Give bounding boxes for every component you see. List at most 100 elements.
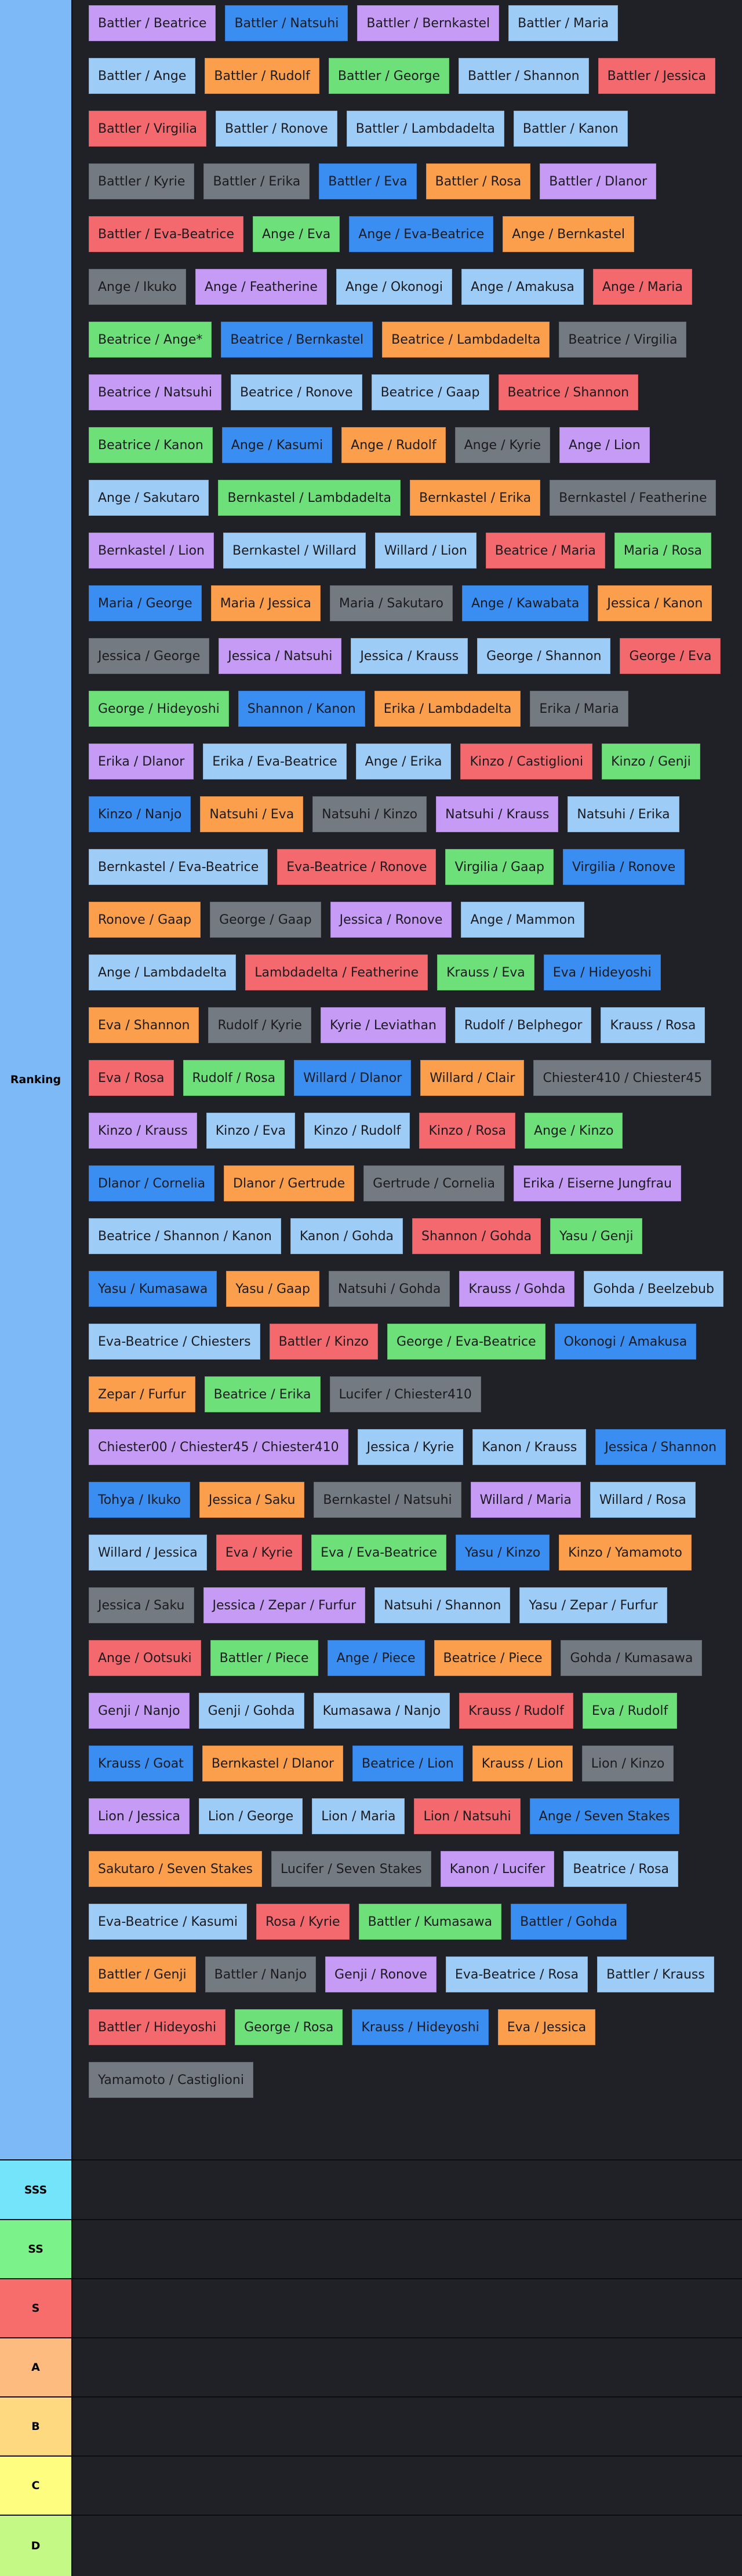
tier-item-chip[interactable]: Battler / Kyrie [89,163,195,199]
tier-item-chip[interactable]: Kinzo / Nanjo [89,796,191,832]
tier-item-chip[interactable]: Battler / Rudolf [205,58,319,94]
tier-item-chip[interactable]: Lion / Jessica [89,1798,190,1834]
tier-item-chip[interactable]: Kanon / Lucifer [440,1851,555,1887]
tier-item-chip[interactable]: Ange / Ootsuki [89,1640,201,1676]
tier-item-chip[interactable]: Eva-Beatrice / Rosa [445,1956,588,1992]
tier-item-chip[interactable]: George / Shannon [477,638,611,674]
tier-item-chip[interactable]: Battler / Jessica [598,58,716,94]
tier-item-chip[interactable]: Ange / Mammon [461,902,585,938]
tier-item-chip[interactable]: Natsuhi / Gohda [328,1271,450,1307]
tier-item-chip[interactable]: Maria / Jessica [210,585,321,621]
tier-item-chip[interactable]: Ange / Okonogi [336,269,453,305]
tier-item-chip[interactable]: Virgilia / Ronove [562,849,685,885]
tier-item-chip[interactable]: Kinzo / Yamamoto [559,1535,692,1571]
tier-item-chip[interactable]: Eva-Beatrice / Kasumi [89,1904,247,1940]
tier-item-chip[interactable]: Battler / Ronove [216,111,337,147]
tier-item-chip[interactable]: Beatrice / Erika [204,1376,321,1412]
tier-item-chip[interactable]: Genji / Gohda [198,1693,304,1729]
tier-item-chip[interactable]: Chiester410 / Chiester45 [533,1060,712,1096]
tier-item-chip[interactable]: Kanon / Gohda [290,1218,403,1254]
tier-item-chip[interactable]: George / Eva [620,638,721,674]
tier-item-chip[interactable]: Battler / Eva [319,163,417,199]
tier-item-chip[interactable]: Battler / Piece [210,1640,318,1676]
tier-item-chip[interactable]: Krauss / Hideyoshi [352,2009,489,2045]
tier-item-chip[interactable]: Battler / Dlanor [540,163,657,199]
tier-item-chip[interactable]: Jessica / George [89,638,210,674]
tier-item-chip[interactable]: Virgilia / Gaap [445,849,554,885]
tier-item-chip[interactable]: Beatrice / Piece [434,1640,552,1676]
tier-item-chip[interactable]: George / Gaap [210,902,321,938]
tier-item-chip[interactable]: Battler / Erika [203,163,310,199]
tier-label-b[interactable]: B [0,2398,72,2455]
tier-item-chip[interactable]: Beatrice / Shannon [498,374,639,410]
tier-item-chip[interactable]: Ange / Kasumi [221,427,333,463]
tier-item-chip[interactable]: Kinzo / Genji [602,744,700,779]
tier-item-chip[interactable]: Battler / Krauss [597,1956,714,1992]
tier-item-chip[interactable]: Ange / Eva [253,216,340,252]
tier-item-chip[interactable]: Beatrice / Natsuhi [89,374,221,410]
tier-item-chip[interactable]: Sakutaro / Seven Stakes [89,1851,262,1887]
tier-item-chip[interactable]: Jessica / Shannon [595,1429,726,1465]
tier-item-chip[interactable]: Maria / Rosa [614,533,712,569]
tier-item-chip[interactable]: Battler / Lambdadelta [346,111,504,147]
tier-item-chip[interactable]: Bernkastel / Erika [409,480,541,516]
tier-item-chip[interactable]: Yasu / Gaap [226,1271,319,1307]
tier-drop-zone-b[interactable] [72,2398,742,2455]
tier-item-chip[interactable]: Tohya / Ikuko [89,1482,190,1518]
tier-item-chip[interactable]: Lion / Maria [312,1798,405,1834]
tier-item-chip[interactable]: Jessica / Zepar / Furfur [203,1587,366,1623]
tier-item-chip[interactable]: Jessica / Natsuhi [219,638,342,674]
tier-item-chip[interactable]: Zepar / Furfur [89,1376,195,1412]
tier-item-chip[interactable]: Beatrice / Virgilia [559,322,687,358]
tier-item-chip[interactable]: Maria / Sakutaro [329,585,453,621]
tier-item-chip[interactable]: Ange / Ikuko [89,269,186,305]
tier-item-chip[interactable]: Willard / Maria [470,1482,581,1518]
tier-item-chip[interactable]: Krauss / Lion [472,1746,573,1781]
tier-label-c[interactable]: C [0,2457,72,2515]
tier-item-chip[interactable]: Ange / Lion [559,427,650,463]
tier-item-chip[interactable]: Gohda / Beelzebub [584,1271,723,1307]
tier-item-chip[interactable]: Jessica / Krauss [351,638,468,674]
tier-item-chip[interactable]: Battler / Gohda [511,1904,627,1940]
tier-item-chip[interactable]: Lucifer / Chiester410 [329,1376,481,1412]
tier-item-chip[interactable]: Rosa / Kyrie [256,1904,350,1940]
tier-item-chip[interactable]: Yasu / Kinzo [455,1535,550,1571]
tier-item-chip[interactable]: Erika / Eiserne Jungfrau [513,1165,681,1201]
tier-item-chip[interactable]: Beatrice / Ange* [89,322,212,358]
tier-item-chip[interactable]: Natsuhi / Eva [200,796,304,832]
tier-item-chip[interactable]: Eva / Rudolf [582,1693,678,1729]
tier-item-chip[interactable]: Erika / Dlanor [89,744,194,779]
tier-item-chip[interactable]: Genji / Ronove [325,1956,437,1992]
tier-item-chip[interactable]: Shannon / Kanon [238,691,365,727]
tier-item-chip[interactable]: Eva / Hideyoshi [543,954,661,990]
tier-item-chip[interactable]: Willard / Dlanor [294,1060,412,1096]
tier-item-chip[interactable]: Yasu / Genji [550,1218,643,1254]
tier-drop-zone-a[interactable] [72,2338,742,2396]
tier-item-chip[interactable]: Eva-Beatrice / Chiesters [89,1324,260,1360]
tier-item-chip[interactable]: George / Eva-Beatrice [387,1324,545,1360]
tier-item-chip[interactable]: Ange / Bernkastel [503,216,634,252]
tier-item-chip[interactable]: George / Hideyoshi [89,691,229,727]
tier-item-chip[interactable]: Erika / Lambdadelta [374,691,521,727]
tier-item-chip[interactable]: Ange / Amakusa [461,269,584,305]
tier-item-chip[interactable]: Eva-Beatrice / Ronove [277,849,437,885]
tier-item-chip[interactable]: Willard / Jessica [89,1535,207,1571]
tier-item-chip[interactable]: Battler / Bernkastel [357,5,500,41]
tier-item-chip[interactable]: Kinzo / Rosa [419,1113,516,1149]
tier-item-chip[interactable]: Lucifer / Seven Stakes [271,1851,431,1887]
tier-item-chip[interactable]: Kinzo / Rudolf [304,1113,410,1149]
tier-item-chip[interactable]: Beatrice / Rosa [563,1851,679,1887]
tier-item-chip[interactable]: Krauss / Eva [437,954,534,990]
tier-item-chip[interactable]: George / Rosa [235,2009,343,2045]
tier-item-chip[interactable]: Ange / Kawabata [461,585,589,621]
tier-item-chip[interactable]: Beatrice / Kanon [89,427,213,463]
tier-item-chip[interactable]: Ange / Eva-Beatrice [349,216,494,252]
tier-item-chip[interactable]: Eva / Eva-Beatrice [311,1535,446,1571]
tier-item-chip[interactable]: Eva / Rosa [89,1060,174,1096]
tier-item-chip[interactable]: Yamamoto / Castiglioni [89,2062,253,2098]
tier-item-chip[interactable]: Bernkastel / Natsuhi [314,1482,461,1518]
tier-item-chip[interactable]: Kanon / Krauss [472,1429,587,1465]
tier-item-chip[interactable]: Erika / Eva-Beatrice [203,744,347,779]
tier-item-chip[interactable]: Eva / Jessica [497,2009,596,2045]
tier-item-chip[interactable]: Rudolf / Rosa [183,1060,285,1096]
